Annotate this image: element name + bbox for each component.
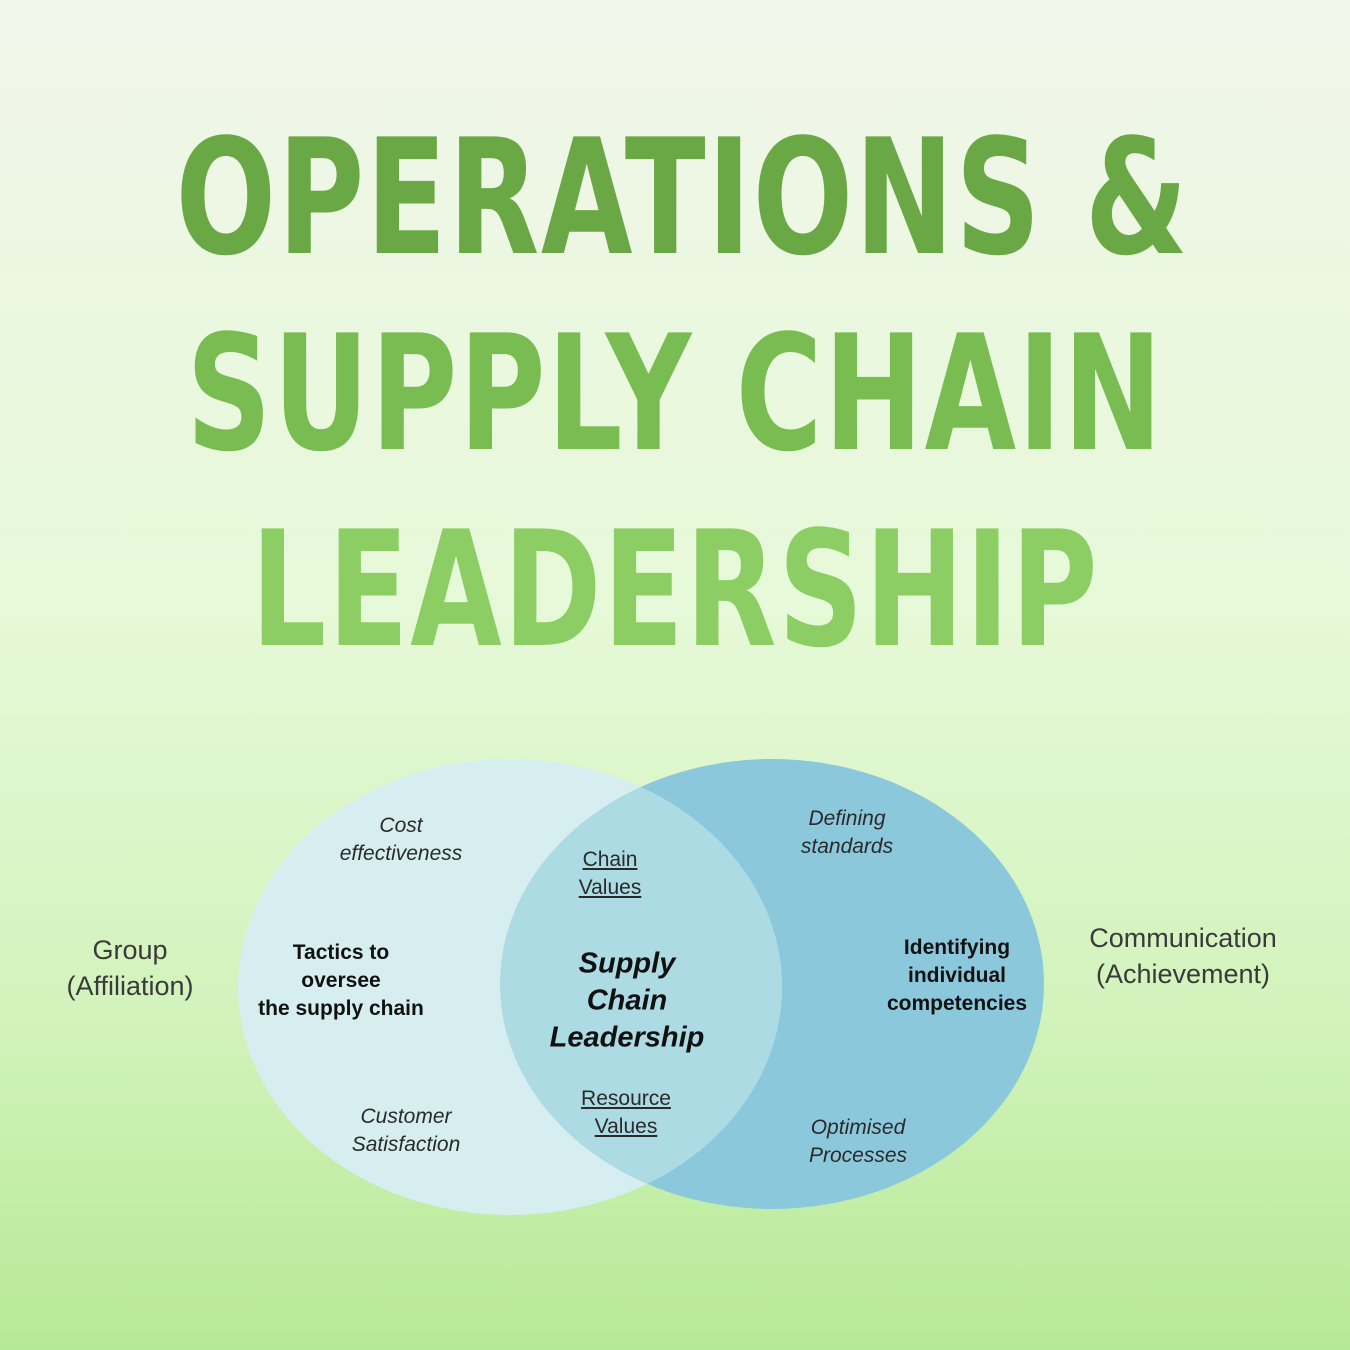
left-top-line-1: Cost <box>379 814 423 837</box>
right-side-label: Communication (Achievement) <box>1089 920 1277 992</box>
overlap-bottom-line-2: Values <box>594 1115 658 1138</box>
overlap-center-label: Supply Chain Leadership <box>550 946 705 1057</box>
page-title: OPERATIONS & SUPPLY CHAIN LEADERSHIP <box>0 100 1350 688</box>
left-center-label: Tactics to oversee the supply chain <box>258 939 424 1023</box>
right-bottom-line-1: Optimised <box>810 1116 906 1139</box>
overlap-top-line-2: Values <box>578 876 642 899</box>
right-top-line-2: standards <box>800 835 894 858</box>
left-bottom-label: Customer Satisfaction <box>352 1103 461 1159</box>
title-line-1: OPERATIONS & <box>175 104 1190 291</box>
title-line-2: SUPPLY CHAIN <box>186 300 1164 487</box>
right-center-line-2: individual <box>907 964 1006 987</box>
overlap-center-line-2: Chain <box>586 984 668 1017</box>
right-side-label-line-1: Communication <box>1089 923 1277 953</box>
left-bottom-line-2: Satisfaction <box>351 1133 461 1156</box>
left-top-label: Cost effectiveness <box>340 812 463 868</box>
title-line-3: LEADERSHIP <box>250 496 1100 683</box>
left-side-label-line-2: (Affiliation) <box>66 971 194 1001</box>
left-center-line-2: oversee <box>301 969 381 992</box>
overlap-bottom-line-1: Resource <box>581 1087 671 1110</box>
left-side-label-line-1: Group <box>92 935 168 965</box>
overlap-top-line-1: Chain <box>582 848 638 871</box>
overlap-region <box>500 759 782 1209</box>
right-top-label: Defining standards <box>801 805 893 861</box>
left-bottom-line-1: Customer <box>360 1105 452 1128</box>
right-bottom-label: Optimised Processes <box>809 1114 907 1170</box>
left-center-line-1: Tactics to <box>292 941 390 964</box>
overlap-center-line-1: Supply <box>578 947 676 980</box>
right-side-label-line-2: (Achievement) <box>1095 959 1271 989</box>
overlap-center-line-3: Leadership <box>549 1021 705 1054</box>
overlap-top-label: Chain Values <box>579 846 642 902</box>
left-side-label: Group (Affiliation) <box>66 932 193 1004</box>
right-center-label: Identifying individual competencies <box>887 934 1027 1018</box>
right-top-line-1: Defining <box>808 807 886 830</box>
right-center-line-1: Identifying <box>903 936 1011 959</box>
overlap-bottom-label: Resource Values <box>581 1085 671 1141</box>
left-top-line-2: effectiveness <box>339 842 463 865</box>
right-bottom-line-2: Processes <box>808 1144 908 1167</box>
right-center-line-3: competencies <box>886 992 1028 1015</box>
left-center-line-3: the supply chain <box>258 997 424 1020</box>
